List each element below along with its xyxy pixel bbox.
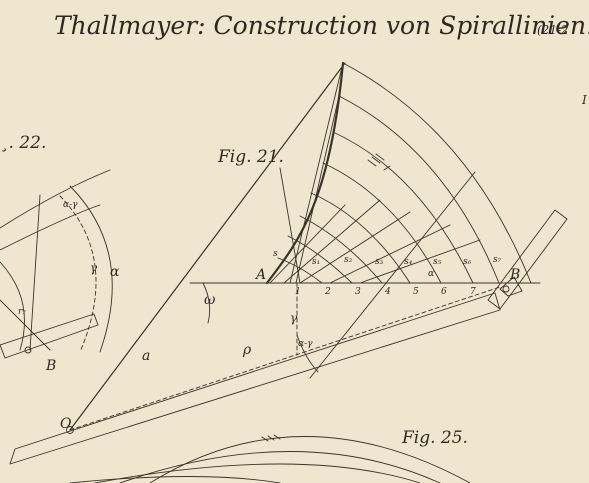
fig21-line-o-to-top xyxy=(69,62,346,431)
fig22-r7: r₇ xyxy=(18,307,26,317)
fig21-pivot-b xyxy=(502,285,510,293)
plate-title: Thallmayer: Construction von Spirallinie… xyxy=(54,11,589,40)
plate-title-suffix: (21-2 xyxy=(537,23,569,37)
fig22-alpha-minus-gamma: α-γ xyxy=(63,200,78,210)
fig21-arc-5 xyxy=(310,192,411,284)
fig21-point-o: O xyxy=(60,416,72,432)
fig21-tick-4: 4 xyxy=(384,287,391,297)
fig25-arc-4 xyxy=(69,476,281,483)
fig21-pivot-o xyxy=(66,426,74,434)
fig21-label-s5: s₅ xyxy=(433,257,442,267)
fig25-diagram: Fig. 25. xyxy=(69,428,471,483)
fig22-gamma: γ xyxy=(90,261,98,275)
fig21-label-s4: s₄ xyxy=(404,257,413,267)
fig21-arc-2 xyxy=(338,95,500,284)
fig21-ray-f xyxy=(329,224,451,284)
fig21-rho: ρ xyxy=(242,342,252,358)
fig21-label-s2: s₂ xyxy=(344,255,353,265)
fig22-pivot xyxy=(24,346,32,354)
fig22-upper-ray xyxy=(0,169,111,229)
fig22-alpha: α xyxy=(110,264,120,280)
fig21-tick-5: 5 xyxy=(413,287,419,297)
fig21-label-s6: s₆ xyxy=(463,257,472,267)
fig21-tick-2: 2 xyxy=(324,287,331,297)
fig21-alpha-minus-gamma: α-γ xyxy=(298,339,313,349)
fig21-alpha-gamma-arc xyxy=(296,334,319,373)
fig21-label-s1: s₁ xyxy=(312,257,320,267)
fig22-diagram: B ¸. 22. α α-γ γ r₇ xyxy=(0,133,120,374)
fig21-arc-outer xyxy=(342,62,532,284)
fig21-spiral-curve xyxy=(265,61,345,285)
fig22-label: ¸. 22. xyxy=(0,133,46,153)
fig22-ruler xyxy=(0,313,99,359)
fig21-cross-ruler xyxy=(487,209,568,310)
fig21-arc-8 xyxy=(277,257,323,284)
fig21-label: Fig. 21. xyxy=(217,147,284,167)
fig22-ray-3 xyxy=(0,299,51,351)
fig21-label-s3: s₃ xyxy=(375,257,384,267)
fig21-tick-3: 3 xyxy=(355,287,361,297)
fig22-point-b: B xyxy=(45,358,56,374)
fig21-dashed-rho xyxy=(69,286,501,431)
fig21-tick-7: 7 xyxy=(470,287,476,297)
fig21-ray-h xyxy=(279,167,301,284)
fig22-ray-2 xyxy=(0,204,101,251)
fig22-inner-arc xyxy=(0,261,25,351)
fig21-point-b: B xyxy=(509,267,520,283)
fig25-arrow-marks xyxy=(261,434,281,442)
fig21-arc-6 xyxy=(299,215,383,284)
fig22-vertical-line xyxy=(29,194,41,351)
fig25-arc-1 xyxy=(149,436,471,483)
fig21-tick-1: 1 xyxy=(295,287,301,297)
fig21-ruler-joint xyxy=(499,276,523,297)
fig21-ray-e xyxy=(299,211,411,284)
fig21-alpha-small: α xyxy=(428,269,434,279)
fig25-arc-2 xyxy=(119,451,441,483)
fig21-label-s7: s₇ xyxy=(493,255,502,265)
fig21-arc-4 xyxy=(322,162,442,284)
fig21-omega-arc xyxy=(202,282,211,324)
fig21-ray-c xyxy=(269,204,346,284)
fig21-long-ruler xyxy=(9,292,501,465)
fig21-a: a xyxy=(142,348,150,364)
fig25-label: Fig. 25. xyxy=(401,428,468,448)
fig22-outer-arc xyxy=(69,185,113,353)
fig21-ray-g xyxy=(359,239,481,284)
fig21-tick-6: 6 xyxy=(441,287,447,297)
fig21-long-diagonal xyxy=(309,171,476,379)
fig21-ray-d xyxy=(283,199,381,284)
fig21-arc-7 xyxy=(287,235,353,284)
fig21-arc-3 xyxy=(332,131,474,284)
fig25-arc-3 xyxy=(94,463,421,483)
fig21-ray-a xyxy=(289,62,344,284)
fig21-arrow-marks xyxy=(367,153,391,171)
fig21-diagram: Fig. 21. xyxy=(9,61,568,465)
fig22-dashed-arc xyxy=(59,195,97,353)
fig21-point-a: A xyxy=(254,267,266,283)
fig21-ray-b xyxy=(295,95,340,284)
fig21-label-s: s xyxy=(273,249,278,259)
fig21-omega: ω xyxy=(204,292,216,308)
edge-glyph: I xyxy=(581,93,587,107)
fig21-gamma: γ xyxy=(290,311,298,325)
